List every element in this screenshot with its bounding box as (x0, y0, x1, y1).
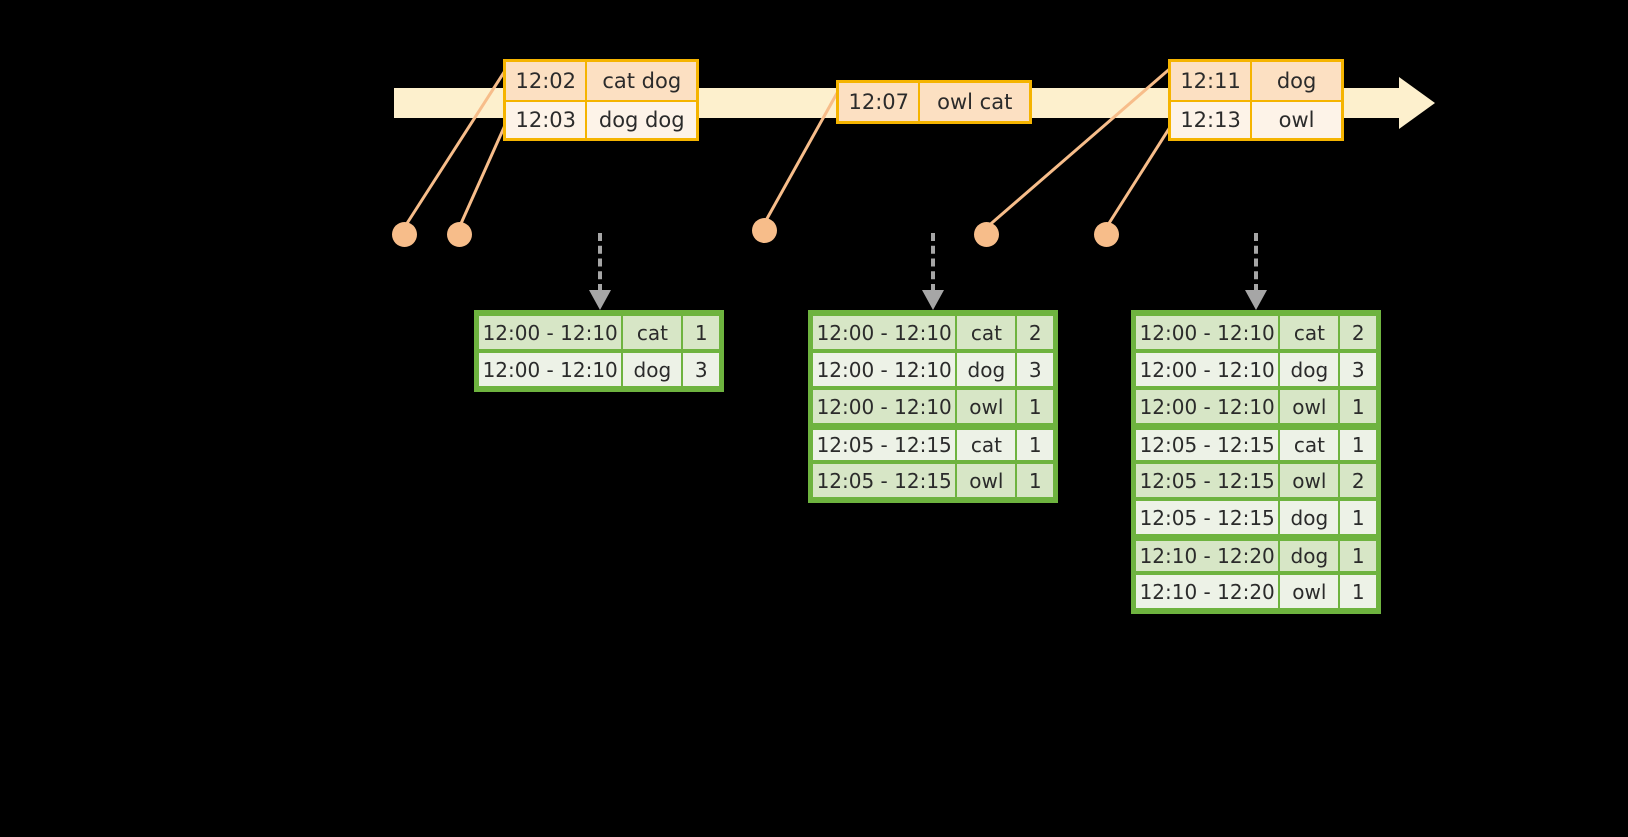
result-word: dog (1280, 353, 1339, 386)
connector-wire-2 (457, 122, 508, 229)
result-word: cat (957, 316, 1016, 349)
result-window: 12:00 - 12:10 (479, 353, 622, 386)
message-body: owl (1252, 102, 1341, 138)
result-count: 2 (1340, 464, 1376, 497)
timeline-arrowhead-icon (1399, 77, 1435, 129)
event-dot-4 (974, 222, 999, 247)
down-arrow-icon-2 (922, 233, 944, 310)
result-count: 2 (1340, 316, 1376, 349)
result-count: 1 (1017, 390, 1053, 423)
result-count: 1 (1340, 575, 1376, 608)
result-word: cat (1280, 430, 1339, 460)
message-box-2: 12:07 owl cat (836, 80, 1032, 124)
message-box-3: 12:11 dog 12:13 owl (1168, 59, 1344, 141)
event-dot-5 (1094, 222, 1119, 247)
message-time: 12:07 (839, 83, 921, 121)
down-arrow-icon-3 (1245, 233, 1267, 310)
result-count: 1 (1340, 501, 1376, 534)
result-window: 12:00 - 12:10 (813, 316, 956, 349)
result-word: cat (623, 316, 682, 349)
event-dot-2 (447, 222, 472, 247)
result-window: 12:05 - 12:15 (813, 464, 956, 497)
message-time: 12:03 (506, 102, 588, 138)
message-body: cat dog (587, 62, 696, 100)
result-word: cat (1280, 316, 1339, 349)
event-dot-3 (752, 218, 777, 243)
message-row: 12:03 dog dog (506, 100, 696, 138)
result-window: 12:05 - 12:15 (1136, 501, 1279, 534)
result-window: 12:10 - 12:20 (1136, 541, 1279, 571)
result-word: dog (623, 353, 682, 386)
result-word: dog (957, 353, 1016, 386)
result-word: owl (1280, 390, 1339, 423)
result-window: 12:00 - 12:10 (1136, 390, 1279, 423)
result-count: 1 (1017, 464, 1053, 497)
arrow-stem (598, 233, 602, 292)
message-time: 12:02 (506, 62, 588, 100)
message-row: 12:13 owl (1171, 100, 1341, 138)
result-word: cat (957, 430, 1016, 460)
message-body: owl cat (920, 83, 1029, 121)
result-count: 1 (1340, 390, 1376, 423)
result-word: owl (1280, 575, 1339, 608)
message-body: dog (1252, 62, 1341, 100)
message-row: 12:07 owl cat (839, 83, 1029, 121)
message-row: 12:02 cat dog (506, 62, 696, 100)
result-window: 12:10 - 12:20 (1136, 575, 1279, 608)
result-count: 3 (1340, 353, 1376, 386)
result-word: owl (957, 464, 1016, 497)
arrow-stem (1254, 233, 1258, 292)
result-word: dog (1280, 501, 1339, 534)
result-window: 12:00 - 12:10 (1136, 316, 1279, 349)
arrow-head (1245, 290, 1267, 310)
arrow-head (589, 290, 611, 310)
result-count: 2 (1017, 316, 1053, 349)
result-window: 12:00 - 12:10 (813, 353, 956, 386)
message-box-1: 12:02 cat dog 12:03 dog dog (503, 59, 699, 141)
result-count: 1 (1017, 430, 1053, 460)
connector-wire-5 (1104, 123, 1174, 229)
result-count: 1 (1340, 541, 1376, 571)
message-time: 12:11 (1171, 62, 1253, 100)
down-arrow-icon-1 (589, 233, 611, 310)
arrow-stem (931, 233, 935, 292)
result-window: 12:05 - 12:15 (1136, 430, 1279, 460)
result-window: 12:05 - 12:15 (813, 430, 956, 460)
result-word: owl (1280, 464, 1339, 497)
result-window: 12:00 - 12:10 (1136, 353, 1279, 386)
result-window: 12:00 - 12:10 (479, 316, 622, 349)
result-count: 3 (683, 353, 719, 386)
result-window: 12:00 - 12:10 (813, 390, 956, 423)
result-count: 3 (1017, 353, 1053, 386)
message-row: 12:11 dog (1171, 62, 1341, 100)
result-count: 1 (1340, 430, 1376, 460)
message-body: dog dog (587, 102, 696, 138)
arrow-head (922, 290, 944, 310)
result-window: 12:05 - 12:15 (1136, 464, 1279, 497)
event-dot-1 (392, 222, 417, 247)
result-word: owl (957, 390, 1016, 423)
result-count: 1 (683, 316, 719, 349)
result-word: dog (1280, 541, 1339, 571)
message-time: 12:13 (1171, 102, 1253, 138)
